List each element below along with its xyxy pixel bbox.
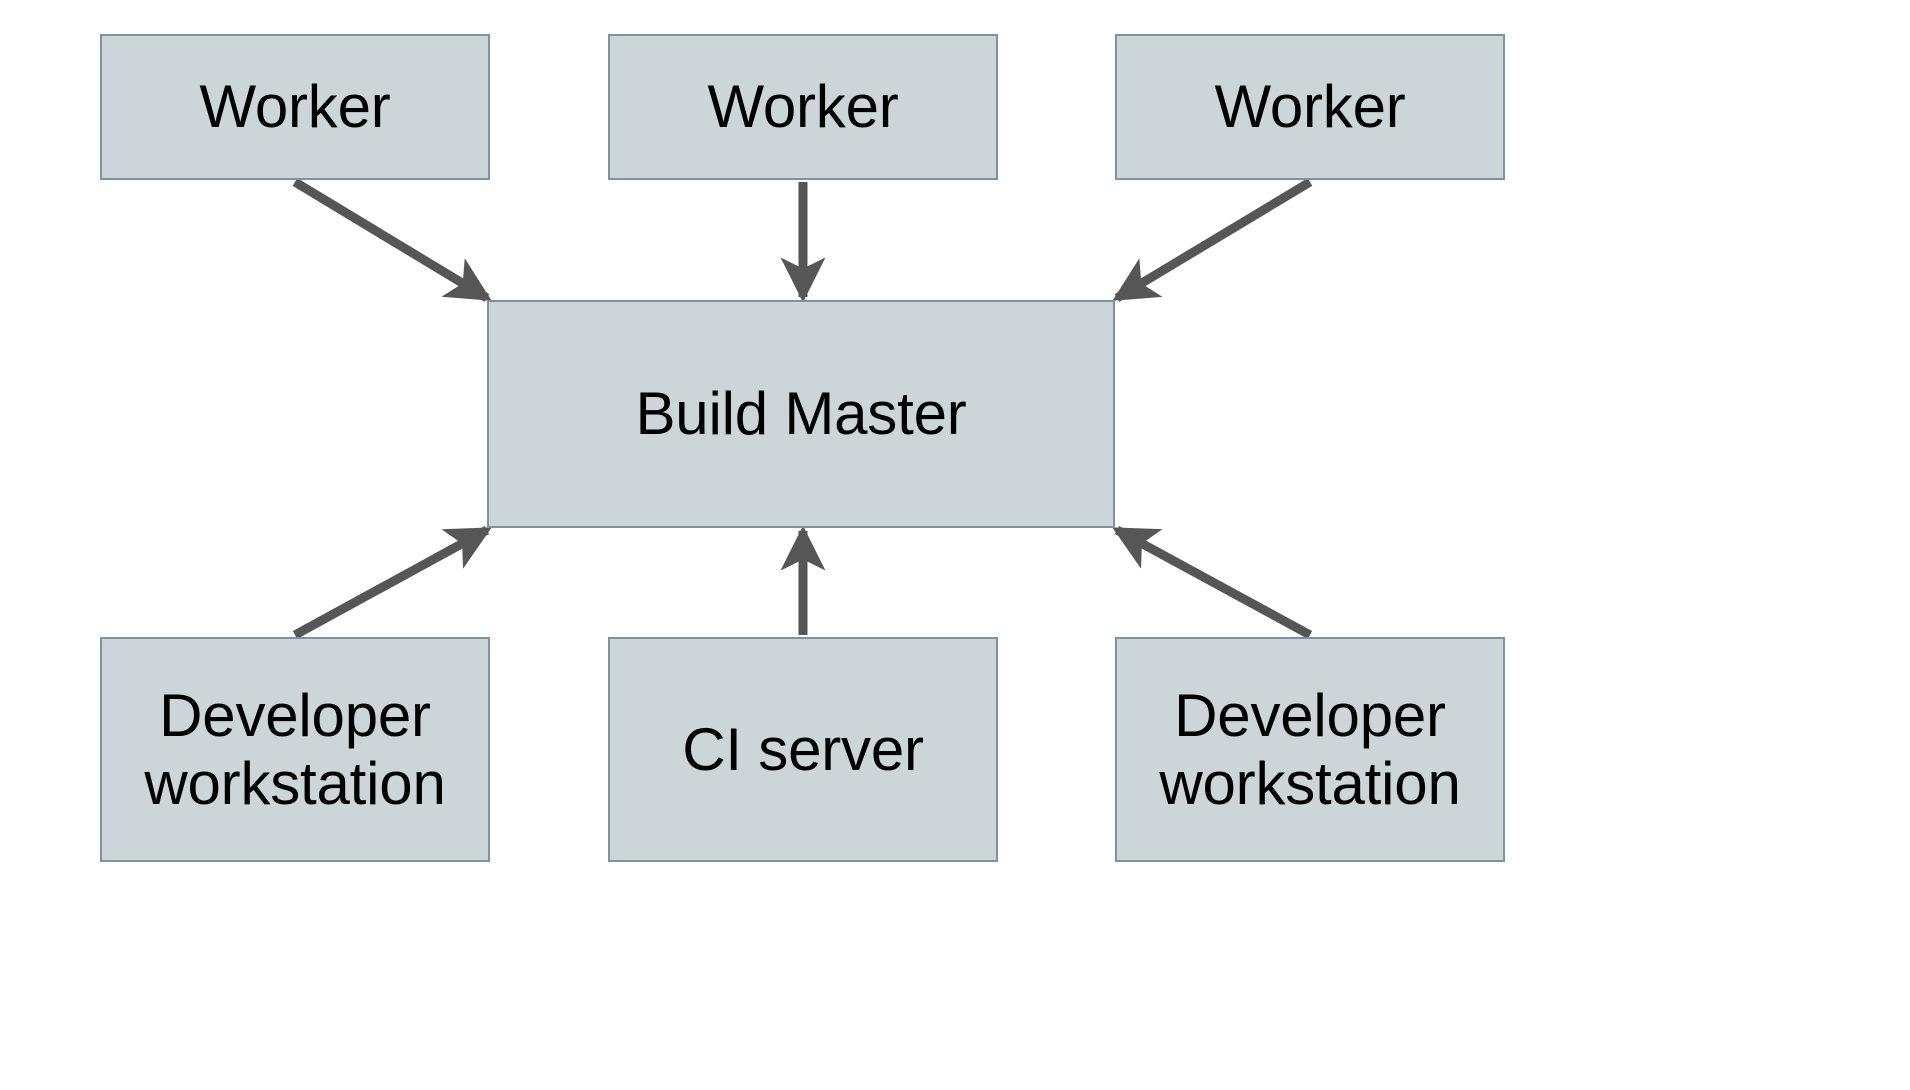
node-label: CI server xyxy=(682,715,924,783)
edge-worker-left-to-master xyxy=(292,178,492,302)
node-label: Developer workstation xyxy=(1159,682,1461,817)
node-worker-right[interactable]: Worker xyxy=(1115,34,1505,180)
node-worker-center[interactable]: Worker xyxy=(608,34,998,180)
node-label: Worker xyxy=(1214,73,1406,141)
edge-dev-right-to-master xyxy=(1112,526,1313,639)
node-developer-workstation-left[interactable]: Developer workstation xyxy=(100,637,490,862)
node-label: Build Master xyxy=(635,380,967,448)
node-build-master[interactable]: Build Master xyxy=(487,300,1115,528)
node-developer-workstation-right[interactable]: Developer workstation xyxy=(1115,637,1505,862)
node-label: Worker xyxy=(707,73,899,141)
node-ci-server[interactable]: CI server xyxy=(608,637,998,862)
node-label: Worker xyxy=(199,73,391,141)
node-label: Developer workstation xyxy=(144,682,446,817)
node-worker-left[interactable]: Worker xyxy=(100,34,490,180)
edge-dev-left-to-master xyxy=(292,526,492,639)
edge-worker-right-to-master xyxy=(1112,178,1313,302)
